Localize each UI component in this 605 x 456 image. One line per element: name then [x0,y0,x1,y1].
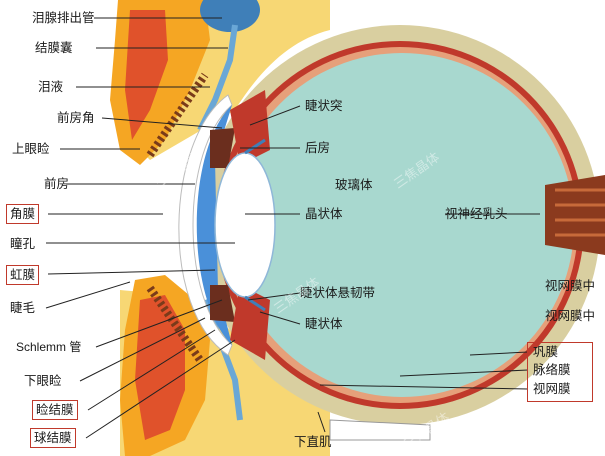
upper-tarsal-gland [146,72,209,158]
label-pupil: 瞳孔 [10,236,36,251]
conjunctiva-upper [197,24,238,132]
lacrimal-gland [200,0,260,32]
membrane-label-box [527,342,593,402]
label-conjunctival-sac: 结膜囊 [35,40,73,55]
label-retina-partial: 视网膜中 [545,308,596,323]
label-posterior-chamber: 后房 [305,140,331,155]
upper-eyelid-muscle [125,10,168,140]
label-anterior-chamber-angle: 前房角 [57,110,95,125]
ciliary-upper [230,90,270,165]
label-palpebral-conjunctiva: 睑结膜 [32,400,78,420]
optic-nerve-stripes [555,188,605,237]
label-bulbar-conjunctiva: 球结膜 [30,428,76,448]
optic-nerve [545,175,605,255]
label-zonule: 睫状体悬韧带 [300,285,376,300]
label-ciliary-body: 睫状体 [305,316,343,331]
label-retina: 视网膜 [533,381,571,396]
label-cornea: 角膜 [6,204,40,224]
label-choroid: 脉络膜 [533,362,571,377]
leader-lines [45,17,540,439]
vitreous-shape [230,53,574,397]
cornea-shape [178,94,233,356]
zonule-fibers [244,138,266,312]
label-tears: 泪液 [38,79,64,94]
label-optic-disc: 视神经乳头 [445,206,508,221]
label-sclera: 巩膜 [533,344,559,359]
label-lower-eyelid: 下眼睑 [24,373,62,388]
label-eyelash: 睫毛 [10,300,36,315]
lens-shape [214,152,276,298]
label-ciliary-process: 睫状突 [305,98,343,113]
label-vitreous-body: 玻璃体 [335,177,373,192]
label-inferior-rectus: 下直肌 [294,434,332,449]
lower-eyelid-muscle [135,295,185,440]
label-iris: 虹膜 [6,265,40,285]
label-lens: 晶状体 [305,206,343,221]
label-lacrimal-duct: 泪腺排出管 [32,10,95,25]
iris-upper [210,128,235,168]
ciliary-lower [230,285,270,360]
label-schlemm-canal: Schlemm 管 [16,340,82,354]
label-upper-eyelid: 上眼睑 [12,141,50,156]
lower-tarsal-gland [146,285,204,363]
label-optic-nerve-partial: 视网膜中 [545,278,596,293]
inferior-rectus-shape [329,419,431,441]
iris-lower [210,285,235,322]
label-anterior-chamber: 前房 [44,176,70,191]
